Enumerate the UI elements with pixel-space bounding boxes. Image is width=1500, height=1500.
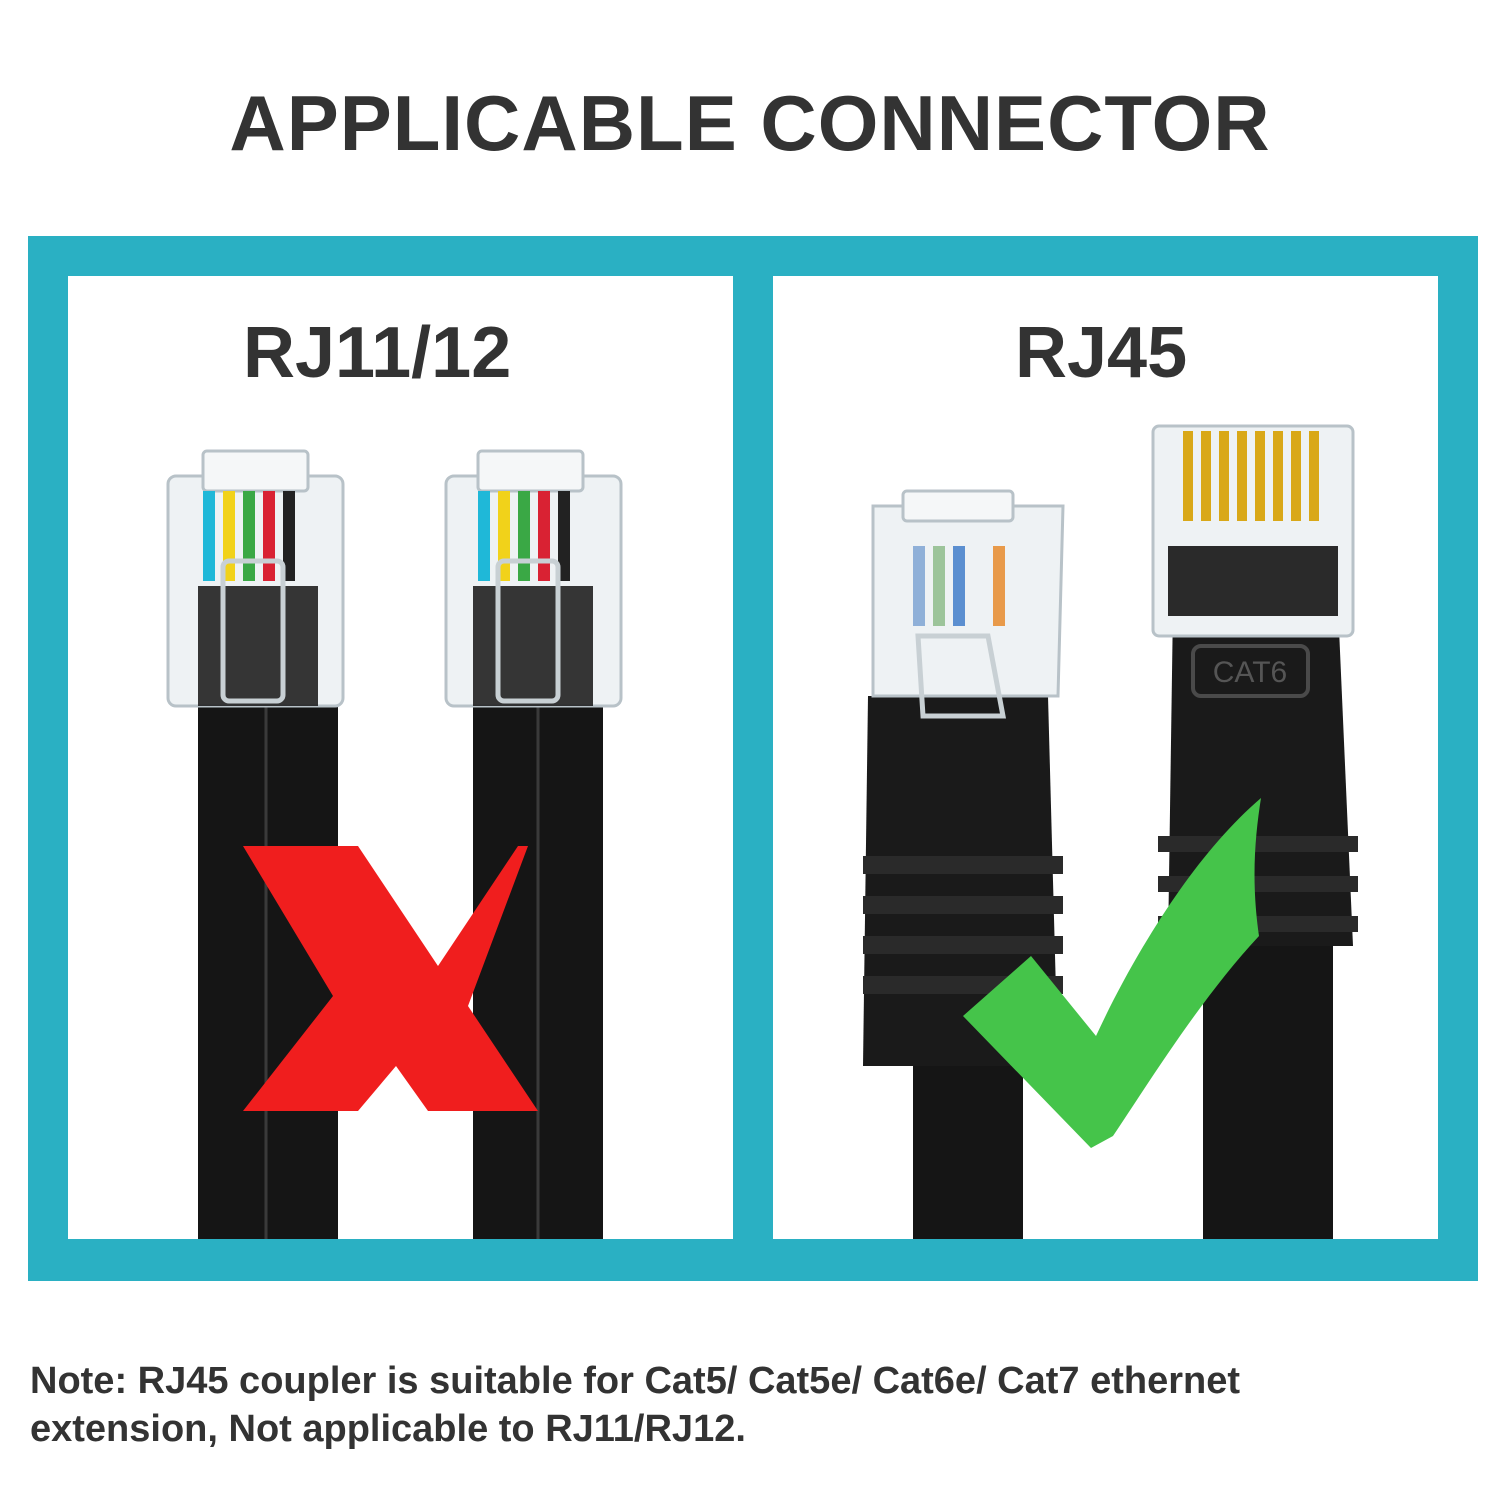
rj45-label: RJ45 [1015,313,1188,393]
check-icon [963,798,1261,1148]
cross-icon [243,846,538,1111]
rj45-cable-left [863,489,1065,1239]
rj11-connectors-illustration [166,449,623,1239]
footnote-line-1: Note: RJ45 coupler is suitable for Cat5/… [30,1360,1241,1402]
footnote-line-2: extension, Not applicable to RJ11/RJ12. [30,1408,746,1450]
footnote: Note: RJ45 coupler is suitable for Cat5/… [30,1357,1470,1453]
rj11-cable-right [444,449,623,1239]
rj11-label: RJ11/12 [243,313,512,393]
comparison-frame: RJ11/12 [28,236,1478,1281]
panel-rj11: RJ11/12 [68,276,733,1239]
rj11-cable-left [166,449,345,1239]
cat6-marking: CAT6 [1213,656,1287,689]
page-title: APPLICABLE CONNECTOR [229,79,1271,167]
panel-rj45: CAT6 RJ45 [773,276,1438,1239]
rj45-connectors-illustration: CAT6 [863,424,1358,1239]
